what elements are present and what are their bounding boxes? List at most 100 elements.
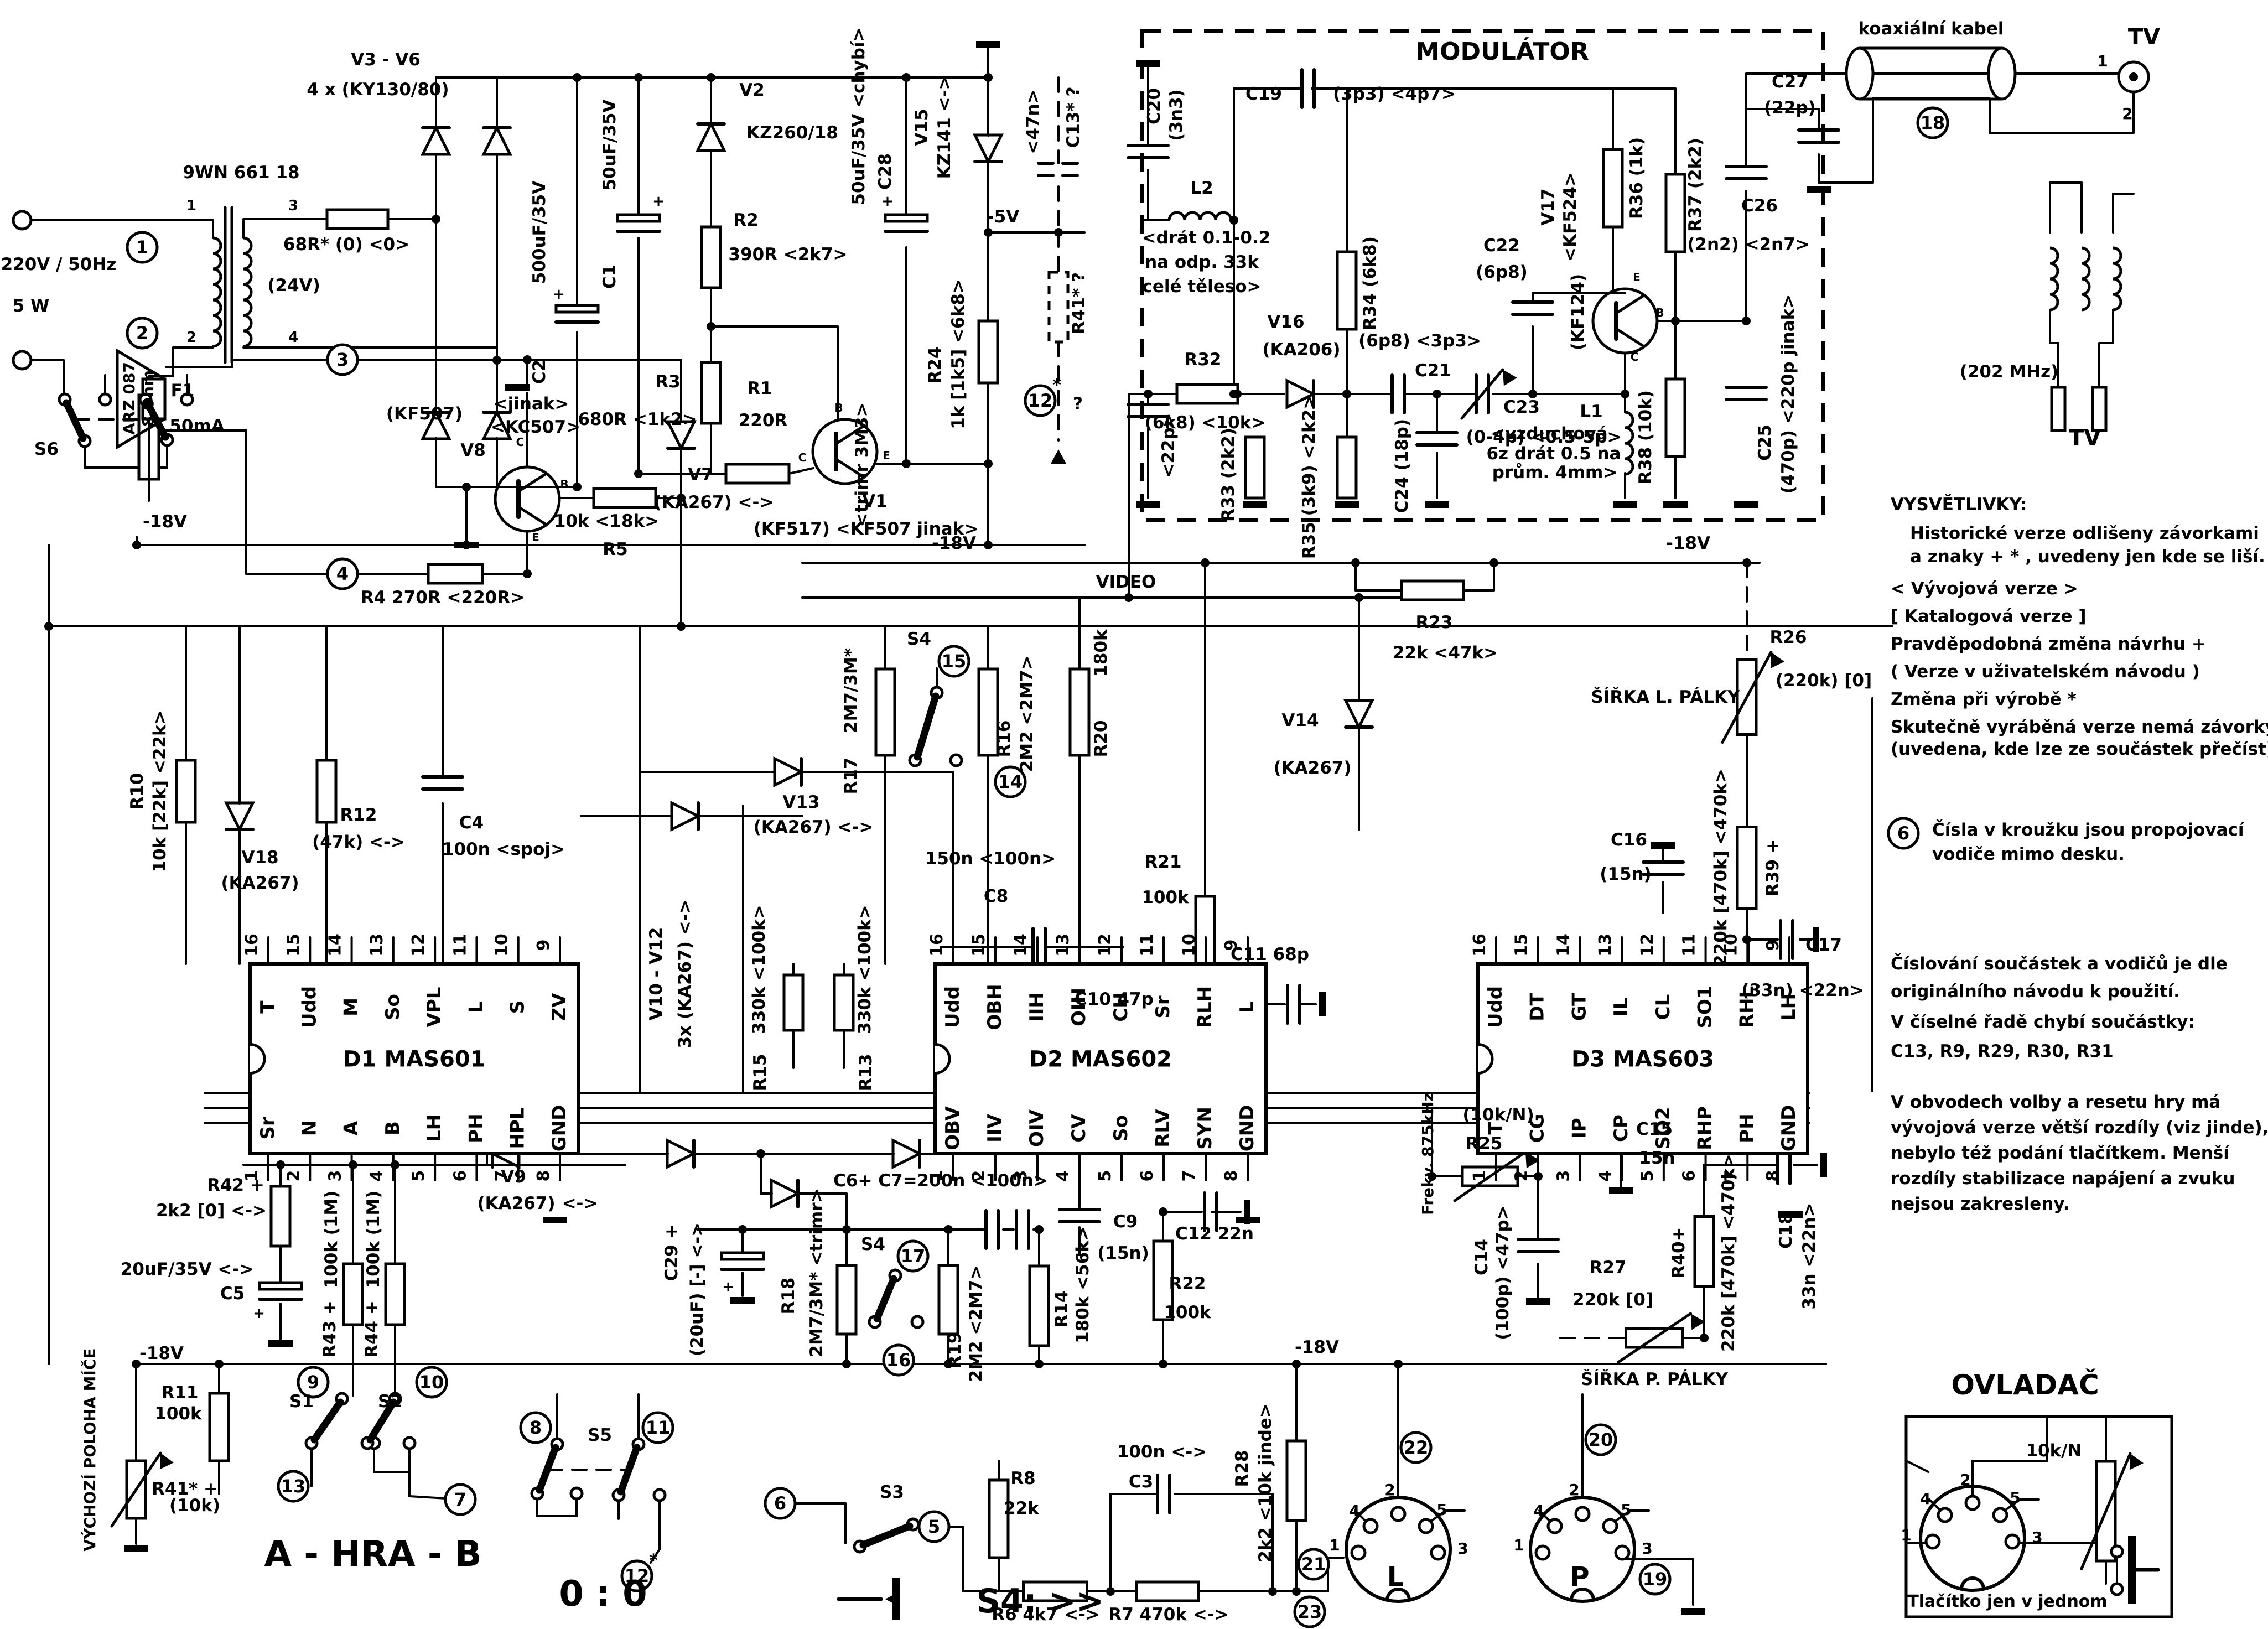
junction-dot bbox=[1292, 1587, 1301, 1596]
schematic-label: + bbox=[652, 193, 665, 210]
ic-notch bbox=[935, 1043, 951, 1075]
schematic-label: 8 Ohm bbox=[139, 370, 157, 427]
schematic-label: R18 bbox=[779, 1277, 798, 1314]
ic-pin-label: OBH bbox=[984, 984, 1006, 1030]
coil bbox=[243, 236, 253, 348]
schematic-label: 680R <1k2> bbox=[578, 409, 697, 429]
schematic-label: S4 bbox=[861, 1234, 885, 1254]
diode bbox=[665, 420, 697, 452]
resistor bbox=[1135, 1580, 1200, 1602]
circled-number-star: * bbox=[1052, 376, 1061, 395]
schematic-label: (3n3) bbox=[1166, 89, 1186, 141]
circled-number: 15 bbox=[937, 645, 970, 678]
schematic-label: koaxiální kabel bbox=[1858, 19, 2004, 39]
schematic-label: R16 bbox=[994, 720, 1014, 757]
schematic-label: V10 - V12 bbox=[646, 927, 666, 1021]
circled-number-value: 12 bbox=[625, 1565, 650, 1586]
pot-arrow bbox=[1453, 1150, 1527, 1202]
schematic-label: rozdíly stabilizace napájení a zvuku bbox=[1891, 1169, 2235, 1189]
schematic-label: C21 bbox=[1415, 361, 1451, 381]
ic-pin-number: 3 bbox=[1011, 1170, 1031, 1182]
schematic-label: vývojová verze větší rozdíly (viz jinde)… bbox=[1891, 1118, 2268, 1138]
junction-dot bbox=[1233, 390, 1242, 398]
schematic-label: 4 x (KY130/80) bbox=[307, 80, 449, 100]
schematic-label: R33 (2k2) bbox=[1218, 428, 1238, 522]
circled-number-ring bbox=[1024, 384, 1057, 417]
schematic-label: KZ141 <-> bbox=[935, 76, 954, 179]
wire bbox=[1613, 1509, 1631, 1523]
coil bbox=[1167, 211, 1233, 221]
circled-number: 1 bbox=[126, 231, 159, 264]
schematic-label: 2 bbox=[1569, 1481, 1579, 1499]
circled-number-value: 6 bbox=[774, 1493, 786, 1514]
schematic-label: C18 bbox=[1776, 1212, 1796, 1249]
ic-pin-label: GND bbox=[548, 1105, 570, 1152]
schematic-label: 3x (KA267) <-> bbox=[675, 899, 695, 1048]
wire bbox=[408, 1495, 447, 1500]
schematic-label: 220k [470k] <470k> bbox=[1719, 1154, 1738, 1352]
ic-pin-label: SO2 bbox=[1652, 1107, 1674, 1149]
schematic-label: V14 bbox=[1281, 710, 1319, 730]
junction-dot bbox=[707, 322, 715, 331]
ground-bar bbox=[1425, 501, 1449, 508]
junction-dot bbox=[984, 541, 993, 549]
ic-pin-label: VPL bbox=[423, 987, 445, 1028]
ic-pin-label: LH bbox=[1778, 993, 1800, 1021]
schematic-label: C16 bbox=[1611, 830, 1647, 850]
ic-pin-label: CL bbox=[1652, 994, 1674, 1020]
resistor bbox=[427, 563, 484, 585]
schematic-label: R26 bbox=[1769, 627, 1807, 647]
ic-pin-number: 12 bbox=[409, 933, 428, 957]
junction-dot bbox=[44, 622, 53, 631]
schematic-label: R6 4k7 <-> bbox=[992, 1605, 1100, 1625]
circled-number-value: 14 bbox=[998, 771, 1023, 792]
resistor bbox=[874, 667, 896, 757]
ic-pin-number: 5 bbox=[1638, 1170, 1657, 1182]
ic-pin-label: GND bbox=[1236, 1105, 1258, 1152]
ic-pin-number: 3 bbox=[1554, 1170, 1573, 1182]
ic-pin-number: 6 bbox=[450, 1170, 470, 1182]
schematic-label: prům. 4mm> bbox=[1492, 463, 1618, 483]
circled-number: 4 bbox=[326, 557, 359, 590]
schematic-label: R44 + bbox=[362, 1300, 382, 1358]
circled-number-value: 12 bbox=[1028, 390, 1053, 411]
schematic-label: originálního návodu k použití. bbox=[1891, 982, 2180, 1002]
circled-number-ring bbox=[1916, 106, 1949, 139]
schematic-label: 15n bbox=[1639, 1148, 1675, 1168]
resistor bbox=[384, 1262, 406, 1326]
diode bbox=[891, 1138, 923, 1170]
schematic-label: 3 bbox=[1642, 1539, 1652, 1558]
schematic-label: A - HRA - B bbox=[264, 1534, 482, 1575]
transistor-lead bbox=[834, 458, 865, 479]
circled-number: 12* bbox=[1024, 376, 1061, 417]
wire bbox=[650, 1548, 661, 1564]
junction-dot bbox=[1159, 1360, 1167, 1368]
junction-dot bbox=[276, 1160, 285, 1169]
schematic-label: VIDEO bbox=[1096, 572, 1156, 592]
schematic-label: (6p8) <3p3> bbox=[1358, 331, 1481, 351]
junction-dot bbox=[1351, 558, 1360, 567]
schematic-label: C13* ? bbox=[1063, 87, 1083, 148]
schematic-label: 2 bbox=[1384, 1481, 1395, 1499]
resistor bbox=[208, 1392, 230, 1462]
junction-dot bbox=[902, 459, 911, 468]
resistor bbox=[835, 1264, 858, 1336]
schematic-label: 1 bbox=[186, 198, 196, 214]
junction-dot bbox=[1528, 390, 1537, 398]
ic-pin-number: 4 bbox=[1053, 1170, 1073, 1182]
ic-d2: D2 MAS60216Udd15OBH14IIH13OIH12CH11Sr10R… bbox=[927, 933, 1268, 1182]
ic-pin-number: 14 bbox=[326, 933, 345, 957]
schematic-label: V číselné řadě chybí součástky: bbox=[1891, 1012, 2195, 1032]
circled-number: 2 bbox=[126, 317, 159, 350]
schematic-label: R39 + bbox=[1763, 839, 1783, 896]
schematic-label: 220V / 50Hz bbox=[1, 255, 117, 274]
ic-pin-number: 4 bbox=[367, 1170, 387, 1182]
schematic-label: C14 bbox=[1472, 1239, 1492, 1275]
ic-body bbox=[248, 962, 580, 1155]
coil bbox=[2081, 246, 2091, 312]
capacitor-electrolytic bbox=[554, 304, 600, 314]
schematic-label: R24 bbox=[925, 346, 945, 383]
schematic-label: (uvedena, kde lze ze součástek přečíst) bbox=[1891, 739, 2268, 759]
resistor bbox=[1336, 435, 1358, 500]
junction-dot bbox=[1054, 228, 1063, 237]
